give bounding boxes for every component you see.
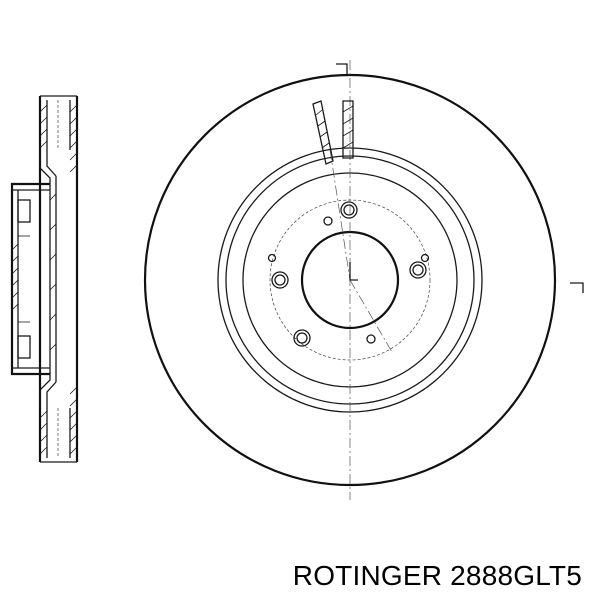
- locating-hole-right: [420, 253, 430, 263]
- disc-side-section-view: [10, 95, 79, 463]
- product-caption: ROTINGER 2888GLT5: [293, 560, 582, 592]
- section-mark-right: [570, 282, 584, 293]
- bolt-hole-right: [409, 261, 427, 279]
- bolt-hole-bottom: [293, 329, 311, 347]
- locating-hole-upper-left: [267, 253, 277, 263]
- bolt-hole-left: [271, 271, 289, 289]
- locating-hole-lower: [366, 334, 376, 344]
- bolt-hole-top: [340, 201, 358, 219]
- disc-front-view: [143, 60, 584, 500]
- section-mark-top: [336, 63, 348, 74]
- vent-slot-cutaway: [312, 100, 354, 165]
- locating-hole-upper: [323, 216, 333, 226]
- brand-name: ROTINGER: [292, 560, 443, 591]
- part-number: 2888GLT5: [450, 560, 582, 591]
